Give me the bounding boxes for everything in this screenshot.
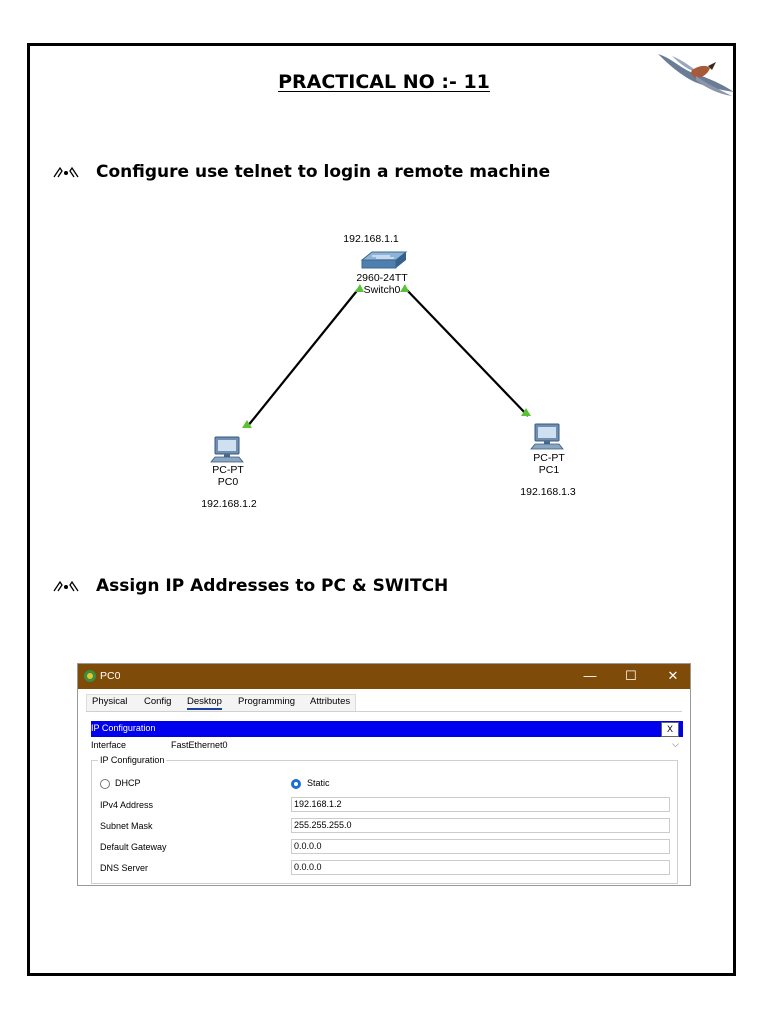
tab-divider [86, 711, 682, 712]
subnet-mask-label: Subnet Mask [100, 821, 153, 831]
switch-name-label: Switch0 [363, 284, 401, 296]
ip-config-group-title: IP Configuration [98, 755, 167, 765]
packet-tracer-icon [84, 670, 96, 682]
ip-config-header-title: IP Configuration [91, 723, 156, 733]
bullet-icon [53, 580, 79, 592]
panel-close-button[interactable]: X [661, 722, 679, 737]
tab-config[interactable]: Config [144, 696, 172, 707]
minimize-button[interactable]: — [583, 668, 597, 683]
tab-programming[interactable]: Programming [238, 696, 296, 707]
link-switch-pc0 [246, 286, 361, 428]
pc1-name-label: PC1 [538, 464, 560, 476]
dns-server-label: DNS Server [100, 863, 149, 873]
page-title: PRACTICAL NO :- 11 [278, 71, 490, 93]
maximize-button[interactable]: ☐ [625, 668, 637, 683]
section-heading-ip: Assign IP Addresses to PC & SWITCH [96, 576, 449, 596]
bullet-icon [53, 166, 79, 178]
default-gateway-label: Default Gateway [100, 842, 167, 852]
close-button[interactable]: ✕ [667, 668, 679, 683]
port-light [242, 420, 252, 428]
pc1-ip-label: 192.168.1.3 [520, 486, 576, 498]
bird-logo-icon [658, 54, 734, 96]
dhcp-label: DHCP [115, 778, 141, 788]
tab-desktop[interactable]: Desktop [187, 696, 222, 710]
tab-strip [86, 694, 356, 711]
tab-attributes[interactable]: Attributes [310, 696, 351, 707]
interface-label: Interface [91, 740, 127, 750]
pc0-model-label: PC-PT [212, 464, 244, 476]
pc0-icon [210, 436, 244, 463]
switch-icon [360, 251, 408, 269]
pc1-icon [530, 423, 564, 450]
network-topology [210, 251, 564, 463]
pc0-name-label: PC0 [217, 476, 239, 488]
window-title: PC0 [100, 670, 121, 682]
port-light [521, 408, 531, 416]
switch-ip-label: 192.168.1.1 [343, 233, 399, 245]
default-gateway-input[interactable]: 0.0.0.0 [291, 839, 670, 854]
static-radio[interactable] [291, 779, 301, 789]
ip-config-group [91, 760, 678, 884]
subnet-mask-input[interactable]: 255.255.255.0 [291, 818, 670, 833]
page-border [27, 43, 736, 976]
port-light [355, 284, 364, 292]
pc0-window: PC0 — ☐ ✕ Physical Config Desktop Progra… [77, 663, 691, 886]
dhcp-radio[interactable] [100, 779, 110, 789]
link-switch-pc1 [403, 286, 529, 417]
pc1-model-label: PC-PT [533, 452, 565, 464]
interface-select[interactable]: FastEthernet0 [171, 740, 228, 750]
ip-config-header: IP Configuration X [91, 721, 683, 737]
ipv4-address-label: IPv4 Address [100, 800, 154, 810]
port-light [400, 284, 409, 292]
dns-server-input[interactable]: 0.0.0.0 [291, 860, 670, 875]
tab-physical[interactable]: Physical [92, 696, 128, 707]
chevron-down-icon[interactable]: ⌵ [672, 739, 679, 749]
ipv4-address-input[interactable]: 192.168.1.2 [291, 797, 670, 812]
pc0-ip-label: 192.168.1.2 [201, 498, 257, 510]
switch-model-label: 2960-24TT [356, 272, 408, 284]
static-label: Static [307, 778, 330, 788]
section-heading-telnet: Configure use telnet to login a remote m… [96, 162, 551, 182]
window-titlebar[interactable]: PC0 — ☐ ✕ [78, 664, 690, 689]
interface-row[interactable]: Interface FastEthernet0 ⌵ [91, 739, 683, 753]
